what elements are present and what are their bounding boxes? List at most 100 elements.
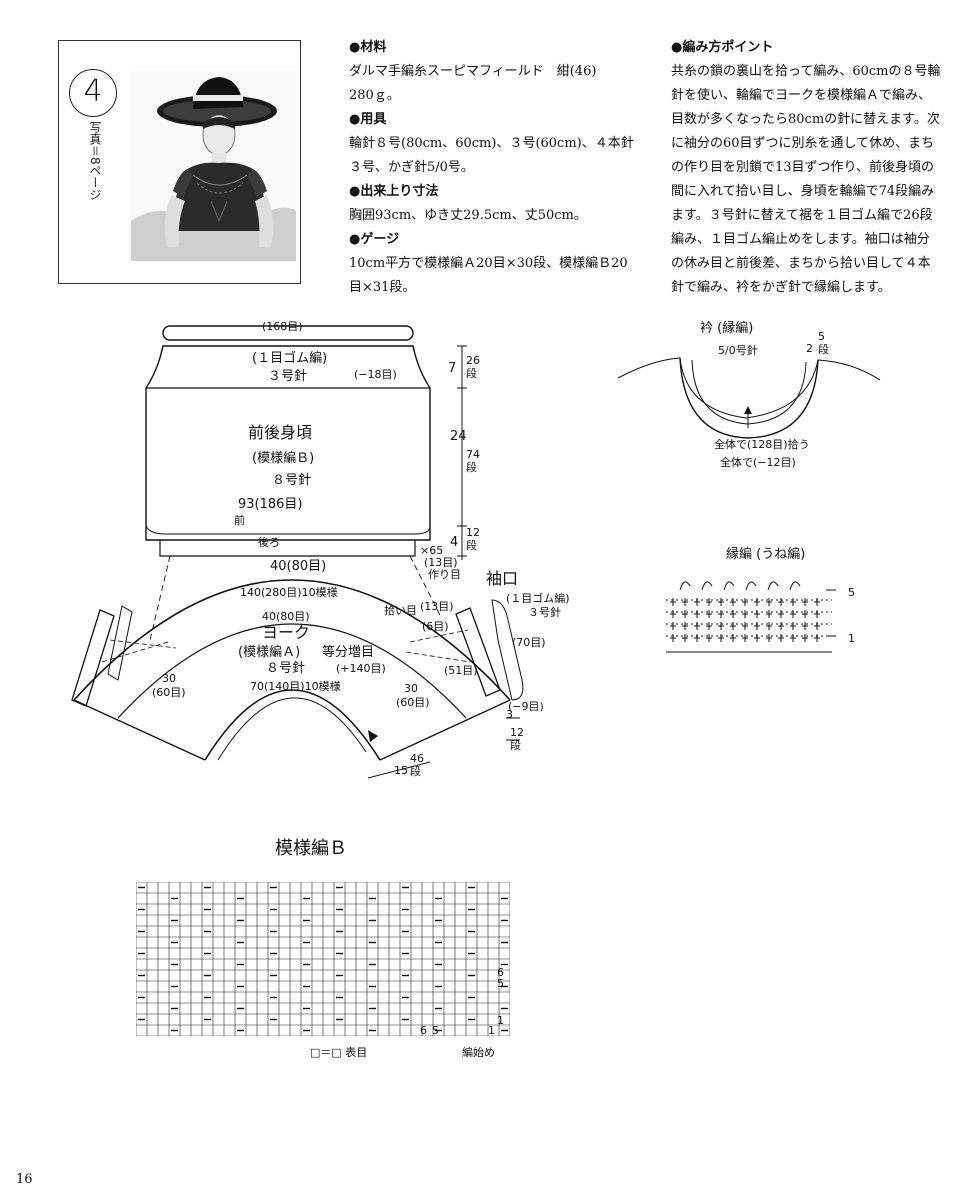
yoke-height-cm: 15 <box>394 764 408 777</box>
collar-needle: 5/0号針 <box>718 344 758 357</box>
yoke-increase-label: 等分増目 <box>322 645 375 660</box>
yoke-pattern: (模様編Ａ) <box>238 645 301 660</box>
back-width: 40(80目) <box>270 559 327 574</box>
knitting-points-line: 針を使い、輪編でヨークを模様編Ａで編み、 <box>671 88 932 103</box>
gauge-line: 目×31段。 <box>349 280 416 295</box>
cuff-rib: (１目ゴム編) <box>506 592 570 605</box>
collar-decrease: 全体で(−12目) <box>720 456 796 469</box>
left-cuff <box>71 609 115 707</box>
tools-line: ３号、かぎ針5/0号。 <box>349 160 474 175</box>
diff-rows: 12段 <box>466 526 480 552</box>
body-outline <box>145 345 431 541</box>
materials-line: 280ｇ。 <box>349 88 400 103</box>
gusset-mark: ×65 <box>420 544 444 557</box>
yoke-title: ヨーク <box>262 623 311 642</box>
rib-rows: 26段 <box>466 354 480 380</box>
edge-chart-title: 縁編 (うね編) <box>726 547 806 562</box>
back-label: 後ろ <box>258 536 280 549</box>
cuff-six: (6目) <box>422 620 449 633</box>
cuff-51-stitches: (51目) <box>444 664 478 677</box>
finished-size-heading: 出来上り寸法 <box>349 180 649 204</box>
finished-size-line: 胸囲93cm、ゆき丈29.5cm、丈50cm。 <box>349 208 587 223</box>
chart-b-col-6: 6 <box>420 1024 427 1037</box>
chart-b-grid <box>136 882 510 1036</box>
knitting-points-column: 編み方ポイント 共糸の鎖の裏山を拾って編み、60cmの８号輪 針を使い、輪編でヨ… <box>671 36 943 300</box>
model-photo <box>131 71 296 261</box>
collar-diagram <box>617 357 881 439</box>
knitting-points-line: 編み、１目ゴム編止めをします。袖口は袖分 <box>671 232 930 247</box>
knitting-points-line: 目数が多くなったら80cmの針に替えます。次 <box>671 112 940 127</box>
photo-box: 4 写真＝8ページ <box>58 40 301 284</box>
edge-chart-stitches <box>666 568 842 658</box>
hem-stitch-count: (168目) <box>262 320 303 333</box>
chart-b-start: 編始め <box>462 1046 495 1059</box>
photo-page-reference: 写真＝8ページ <box>88 121 102 201</box>
diff-height: 4 <box>450 535 459 550</box>
body-width: 93(186目) <box>238 497 303 512</box>
rib-height: 7 <box>448 361 457 376</box>
edge-chart-row-1: 1 <box>848 632 855 645</box>
chart-b-row-1: 1 <box>497 1014 504 1027</box>
yoke-increase: (+140目) <box>336 662 386 675</box>
knitting-points-line: の作り目を別鎖で13目ずつ作り、前後身頃の <box>671 160 935 175</box>
neck-stitches: 70(140目)10模様 <box>250 680 341 693</box>
chart-b-row-5: 5 <box>497 977 504 990</box>
collar-title: 衿 (縁編) <box>700 321 754 336</box>
knitting-points-line: ます。３号針に替えて裾を１目ゴム編で26段 <box>671 208 933 223</box>
yoke-inner-width: 40(80目) <box>262 610 310 623</box>
edge-stitch-chart <box>666 599 832 653</box>
chart-b-title: 模様編Ｂ <box>275 838 347 859</box>
yoke-outer-arc <box>73 579 511 701</box>
gusset-stitches: (13目) <box>424 556 458 569</box>
right-cuff <box>455 607 501 697</box>
rib-label: (１目ゴム編) <box>252 351 328 366</box>
tools-line: 輪針８号(80cm、60cm)、３号(60cm)、４本針 <box>349 136 634 151</box>
neck-arc <box>204 689 381 761</box>
materials-column: 材料 ダルマ手編糸スーピマフィールド 紺(46) 280ｇ。 用具 輪針８号(8… <box>349 36 649 300</box>
rib-needle: ３号針 <box>268 369 308 384</box>
gauge-line: 10cm平方で模様編Ａ20目×30段、模様編Ｂ20 <box>349 256 628 271</box>
yoke-right-stitches: (60目) <box>396 696 430 709</box>
materials-heading: 材料 <box>349 36 649 60</box>
cuff-needle: ３号針 <box>528 606 561 619</box>
page-number: 16 <box>16 1172 33 1187</box>
chart-b-col-5: 5 <box>432 1024 439 1037</box>
collar-cm: 2 <box>806 342 813 355</box>
hem-rib-band <box>162 325 414 341</box>
chart-b-col-1: 1 <box>488 1024 495 1037</box>
collar-rows: 5段 <box>818 330 829 356</box>
cuff-gusset: (13目) <box>420 600 454 613</box>
collar-pickup: 全体で(128目)拾う <box>714 438 810 451</box>
cuff-cm: 3 <box>506 708 513 721</box>
yoke-height-rows: 46段 <box>410 752 424 778</box>
photo-number-badge: 4 <box>69 69 117 117</box>
front-label: 前 <box>234 514 245 527</box>
yoke-right-cm: 30 <box>404 682 418 695</box>
rib-decrease: (−18目) <box>354 368 397 381</box>
chart-b-row-6: 6 <box>497 966 504 979</box>
body-needle: ８号針 <box>272 473 312 488</box>
chart-b-legend: □＝□ 表目 <box>310 1046 368 1059</box>
tools-heading: 用具 <box>349 108 649 132</box>
cuff-pickup: 拾い目 <box>384 604 417 617</box>
cuff-rows: 12段 <box>510 726 524 752</box>
knitting-points-line: 間に入れて拾い目し、身頃を輪編で74段編み <box>671 184 935 199</box>
body-rows: 74段 <box>466 448 480 474</box>
body-height: 24 <box>450 429 467 444</box>
yoke-left-stitches: (60目) <box>152 686 186 699</box>
materials-line: ダルマ手編糸スーピマフィールド 紺(46) <box>349 64 597 79</box>
cuff-decrease: (−9目) <box>508 700 544 713</box>
edge-chart-row-5: 5 <box>848 586 855 599</box>
gusset-note: 作り目 <box>428 568 461 581</box>
knitting-points-line: 共糸の鎖の裏山を拾って編み、60cmの８号輪 <box>671 64 941 79</box>
cuff-title: 袖口 <box>486 569 519 588</box>
body-title: 前後身頃 <box>248 423 313 442</box>
yoke-needle: ８号針 <box>266 661 306 676</box>
gauge-heading: ゲージ <box>349 228 649 252</box>
knitting-points-line: の休み目と前後差、まちから拾い目して４本 <box>671 256 931 271</box>
yoke-outer: 140(280目)10模様 <box>240 586 338 599</box>
cuff-70-stitches: (70目) <box>512 636 546 649</box>
yoke-left-cm: 30 <box>162 672 176 685</box>
body-pattern: (模様編Ｂ) <box>252 451 315 466</box>
